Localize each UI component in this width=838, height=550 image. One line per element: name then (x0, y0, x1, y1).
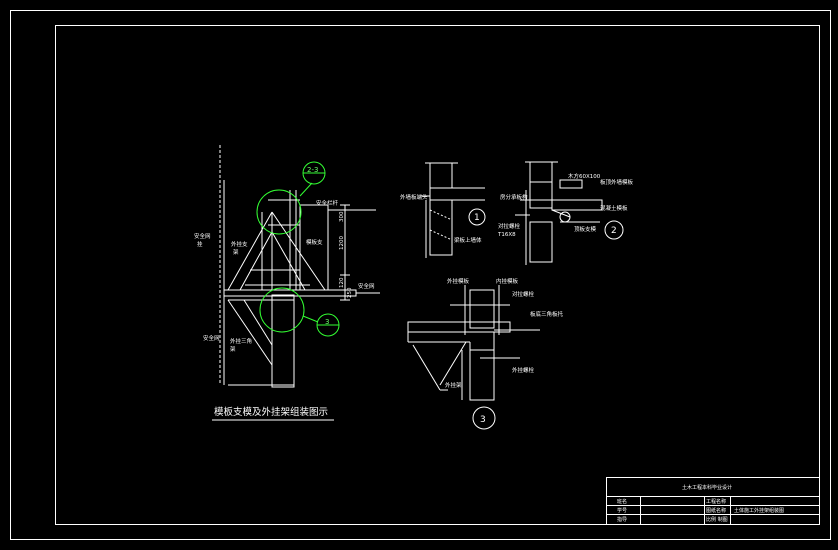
detail-2 (515, 161, 603, 265)
title-block-row2-left: 学号 (617, 507, 627, 514)
detail-3 (407, 285, 540, 401)
detail-2-label-top: 木方60X100 (568, 172, 601, 180)
elev-label-template: 模板支 (306, 238, 323, 246)
callout-label-2-3: 2-3 (307, 166, 318, 174)
detail-2-marker (604, 220, 624, 240)
elev-label-safety-net: 安全网 (194, 232, 211, 240)
title-block (606, 477, 820, 525)
dim-250: 250 (347, 287, 353, 298)
elev-label-bracket-2: 架 (230, 346, 236, 353)
detail-3-label-top-right: 内挂模板 (496, 277, 519, 285)
title-block-row1-mid: 工程名称 (706, 498, 726, 505)
detail-2-label-bolt: 对拉螺栓 (498, 222, 521, 230)
elev-label-scaffold: 外挂支 (231, 240, 248, 248)
detail-3-label-right-2: 板底三角板托 (530, 310, 564, 318)
detail-2-label-left: 房分承板构 (500, 193, 528, 201)
elev-label-bottom: 安全网 (203, 334, 220, 342)
elev-label-right-2: 安全网 (358, 282, 375, 290)
title-block-row2-right: 土体施工外挂架组装图 (734, 507, 784, 514)
elev-label-right-1: 安全栏杆 (316, 199, 339, 207)
title-block-project: 土木工程本科毕业设计 (682, 484, 732, 491)
detail-3-label-right-3: 外挂螺栓 (512, 366, 535, 374)
inner-frame-border (55, 25, 820, 525)
callout-label-3: 3 (325, 318, 329, 326)
detail-2-label-right-mid: 混凝土模板 (600, 204, 628, 212)
drawing-caption: 模板支模及外挂架组装图示 (214, 406, 328, 418)
elev-label-post: 挂 (197, 240, 203, 248)
detail-2-label-right-bottom: 顶板支模 (574, 225, 597, 233)
detail-3-number: 3 (480, 415, 486, 425)
title-block-row2-mid: 图纸名称 (706, 507, 726, 514)
elev-label-scaffold-2: 架 (233, 249, 239, 256)
detail-1-marker (468, 208, 486, 226)
elev-label-bracket: 外挂三角 (230, 337, 252, 345)
detail-3-marker (472, 406, 496, 430)
detail-3-label-bottom: 外挂架 (445, 381, 462, 389)
detail-2-number: 2 (611, 226, 617, 236)
detail-1-label-left: 外墙板端头 (400, 193, 428, 201)
title-block-row1-left: 班名 (617, 498, 627, 505)
dim-300: 300 (339, 211, 345, 222)
callout-circle-upper (256, 189, 302, 235)
elevation-view (219, 145, 380, 388)
elevation-callouts (256, 161, 340, 337)
title-block-row3-mid: 比例 制图 (706, 516, 728, 523)
detail-2-label-bolt-spec: T16X8 (497, 232, 516, 238)
detail-3-label-right-1: 对拉螺栓 (512, 290, 535, 298)
dim-1200: 1200 (339, 236, 345, 250)
detail-1-label-bottom: 梁板上墙体 (454, 236, 482, 244)
outer-sheet-border (10, 10, 831, 540)
detail-2-label-right-top: 板顶外墙模板 (600, 178, 634, 186)
detail-1-number: 1 (474, 213, 480, 223)
dim-120: 120 (339, 277, 345, 288)
callout-circle-lower (259, 287, 305, 333)
detail-3-label-top-left: 外挂模板 (447, 277, 470, 285)
detail-1 (420, 162, 485, 258)
title-block-row3-left: 指导 (617, 516, 627, 523)
